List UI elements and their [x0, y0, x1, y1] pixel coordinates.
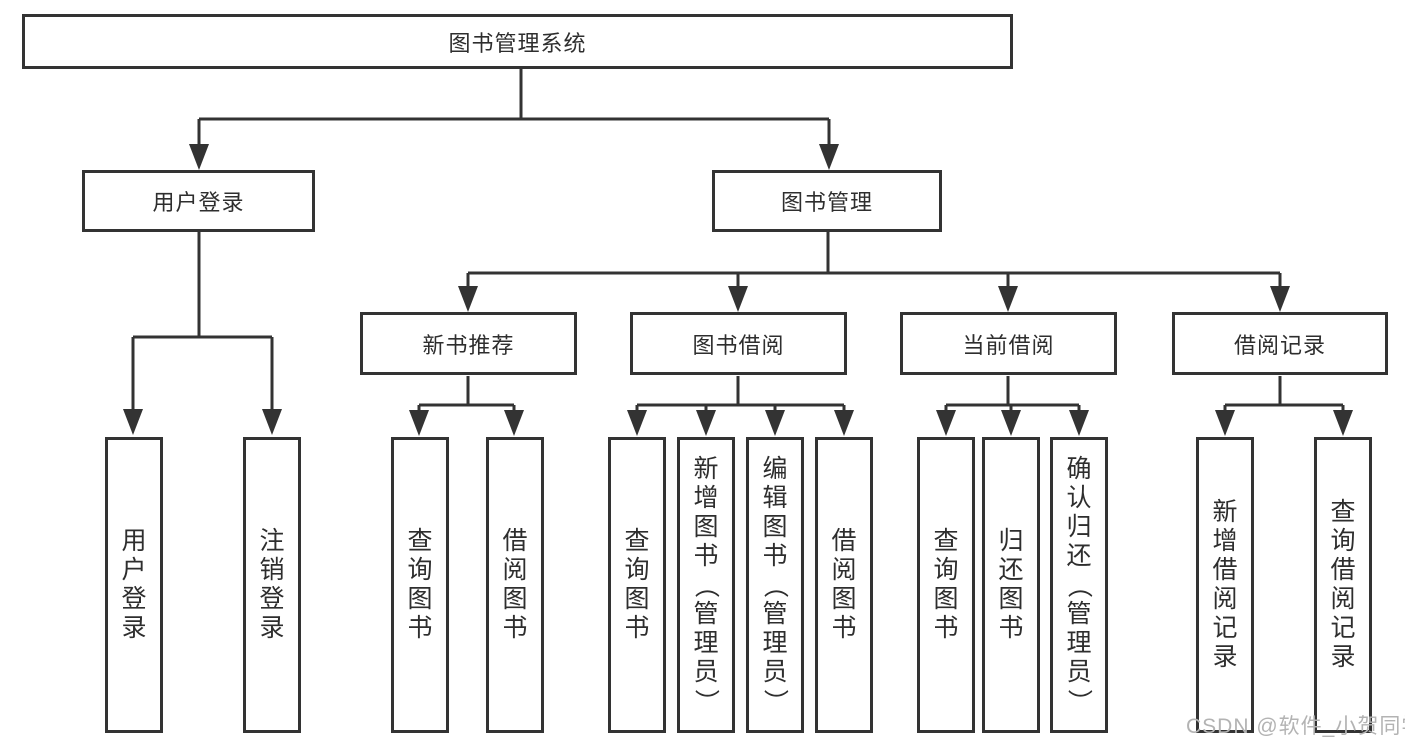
leaf-current-confirm-return-admin: 确认归还（管理员）: [1050, 437, 1108, 733]
leaf-borrow-query-books: 查询图书: [608, 437, 666, 733]
leaf-user-login: 用户登录: [105, 437, 163, 733]
node-current-borrow: 当前借阅: [900, 312, 1117, 375]
leaf-records-query-record: 查询借阅记录: [1314, 437, 1372, 733]
csdn-watermark: CSDN @软件_小贺同学: [1186, 715, 1405, 738]
leaf-borrow-edit-books-admin: 编辑图书（管理员）: [746, 437, 804, 733]
edge-root-to-level2: [197, 69, 831, 148]
edge-bookmgmt-to-level3: [466, 232, 1282, 290]
leaf-newbook-borrow-books: 借阅图书: [486, 437, 544, 733]
leaf-newbook-query-books: 查询图书: [391, 437, 449, 733]
edge-userlogin-to-leaves: [131, 232, 274, 413]
edge-borrow-to-leaves: [635, 376, 846, 414]
leaf-borrow-borrow-books: 借阅图书: [815, 437, 873, 733]
edge-current-to-leaves: [944, 376, 1081, 414]
leaf-records-add-record: 新增借阅记录: [1196, 437, 1254, 733]
leaf-logout: 注销登录: [243, 437, 301, 733]
node-book-borrow: 图书借阅: [630, 312, 847, 375]
leaf-current-query-books: 查询图书: [917, 437, 975, 733]
node-borrow-records: 借阅记录: [1172, 312, 1388, 375]
arrowheads: [123, 144, 1353, 436]
leaf-borrow-add-books-admin: 新增图书（管理员）: [677, 437, 735, 733]
node-new-book-recommend: 新书推荐: [360, 312, 577, 375]
edge-records-to-leaves: [1223, 376, 1345, 414]
node-user-login: 用户登录: [82, 170, 315, 232]
node-root-system: 图书管理系统: [22, 14, 1013, 69]
node-book-management: 图书管理: [712, 170, 942, 232]
edge-newbook-to-leaves: [417, 376, 516, 414]
leaf-current-return-books: 归还图书: [982, 437, 1040, 733]
